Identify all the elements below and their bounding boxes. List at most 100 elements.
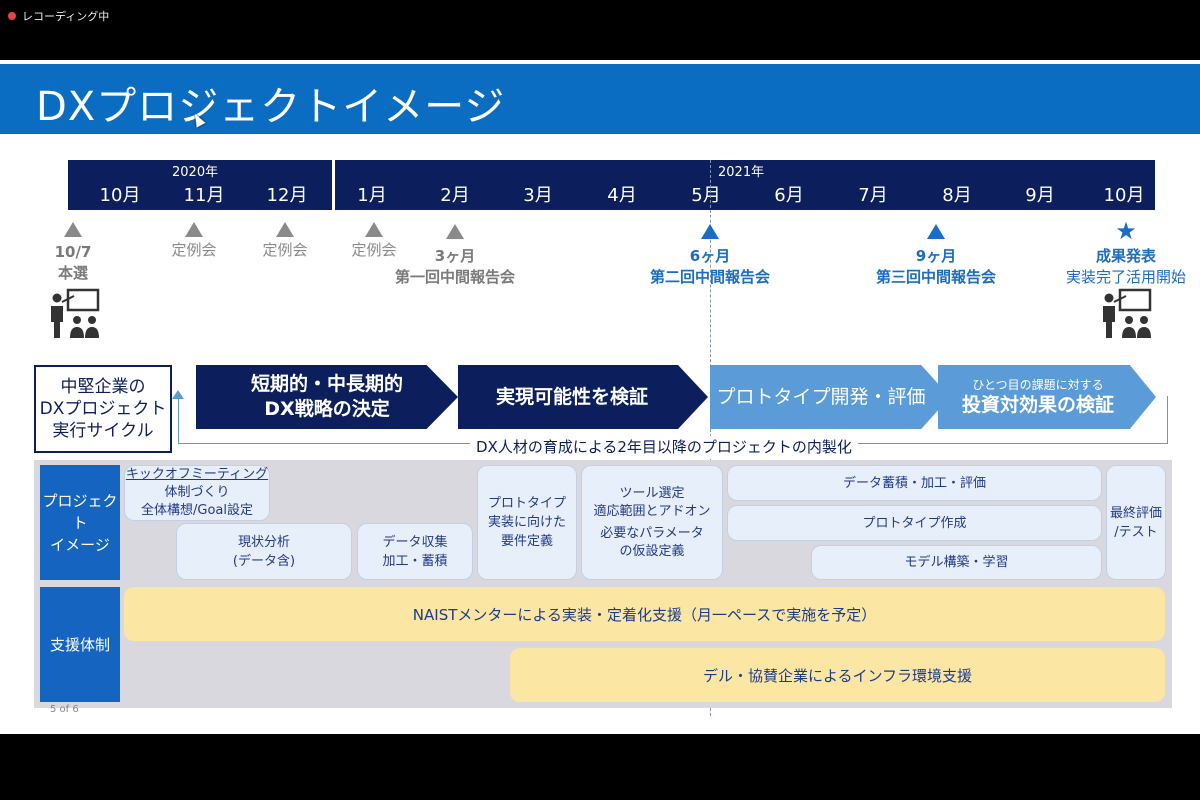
milestone-text: 第一回中間報告会: [394, 268, 516, 286]
bottom-black-bar: [0, 734, 1200, 800]
row-label-support: 支援体制: [40, 587, 120, 702]
step-text: 投資対効果の検証: [961, 393, 1114, 416]
milestone-triangle-icon: [446, 224, 464, 239]
milestone-period: 6ヶ月: [689, 247, 731, 265]
recording-label: レコーディング中: [22, 10, 110, 23]
step-text: プロトタイプ開発・評価: [716, 385, 926, 408]
cycle-title-line: 中堅企業の: [60, 377, 146, 397]
presenter-icon: [51, 288, 100, 338]
support-infrastructure: デル・協賛企業によるインフラ環境支援: [510, 648, 1165, 702]
cycle-step-feasibility: 実現可能性を検証: [458, 365, 708, 429]
milestone-triangle-icon: [927, 224, 945, 239]
timeline-bar-2020: [68, 160, 332, 210]
star-icon: ★: [1115, 217, 1137, 245]
milestone-first-interim: 3ヶ月 第一回中間報告会: [395, 246, 515, 288]
milestone-triangle-icon: [701, 224, 719, 239]
presenter-icon: [1103, 288, 1152, 338]
milestone-final-presentation: 成果発表 実装完了活用開始: [1066, 246, 1186, 288]
task-text: ツール選定: [619, 485, 685, 501]
month-jan: 1月: [357, 185, 387, 206]
task-text: 現状分析: [237, 534, 290, 550]
month-feb: 2月: [440, 185, 470, 206]
task-text: /テスト: [1114, 524, 1158, 540]
milestone-regular-meeting: 定例会: [351, 241, 397, 259]
month-mar: 3月: [523, 185, 553, 206]
milestone-third-interim: 9ヶ月 第三回中間報告会: [876, 246, 996, 288]
step-text: 実現可能性を検証: [495, 385, 648, 408]
month-jun: 6月: [774, 185, 804, 206]
task-model-building: モデル構築・学習: [811, 545, 1102, 580]
task-text: 全体構想/Goal設定: [141, 503, 253, 518]
task-text: 必要なパラメータ: [600, 525, 704, 541]
month-sep: 9月: [1025, 185, 1055, 206]
milestone-regular-meeting: 定例会: [262, 241, 308, 259]
slide-header: DXプロジェクトイメージ: [0, 64, 1200, 134]
row-label-project: プロジェクト イメージ: [40, 465, 120, 580]
cycle-title-line: 実行サイクル: [52, 421, 154, 441]
row-label-text: イメージ: [50, 535, 110, 554]
milestone-triangle-icon: [185, 222, 203, 237]
task-text: 体制づくり: [164, 485, 230, 500]
task-text: 要件定義: [500, 534, 553, 549]
month-dec: 12月: [266, 185, 308, 206]
cycle-loop-label: DX人材の育成による2年目以降のプロジェクトの内製化: [470, 436, 858, 457]
year-2020: 2020年: [172, 165, 219, 180]
cycle-step-roi: ひとつ目の課題に対する 投資対効果の検証: [938, 365, 1156, 429]
step-text: DX戦略の決定: [264, 398, 390, 420]
month-nov: 11月: [183, 185, 225, 206]
milestone-period: 9ヶ月: [915, 247, 957, 265]
milestone-regular-meeting: 定例会: [171, 241, 217, 259]
step-subtext: ひとつ目の課題に対する: [972, 377, 1104, 392]
milestone-subtext: 実装完了活用開始: [1065, 268, 1187, 286]
task-text: 加工・蓄積: [382, 553, 448, 569]
task-text: (データ含): [232, 553, 296, 569]
task-current-analysis: 現状分析 (データ含): [176, 523, 352, 580]
year-separator: [332, 160, 335, 210]
step-text: 短期的・中長期的: [250, 373, 403, 395]
milestone-second-interim: 6ヶ月 第二回中間報告会: [650, 246, 770, 288]
task-data-eval: データ蓄積・加工・評価: [727, 465, 1102, 501]
loop-arrow-icon: [172, 390, 184, 399]
page-number: 5 of 6: [50, 704, 79, 715]
milestone-triangle-icon: [276, 222, 294, 237]
task-final-evaluation: 最終評価 /テスト: [1106, 465, 1166, 580]
month-apr: 4月: [607, 185, 637, 206]
month-aug: 8月: [942, 185, 972, 206]
task-tool-selection: ツール選定 適応範囲とアドオン 必要なパラメータ の仮設定義: [581, 465, 723, 580]
support-naist-mentor: NAISTメンターによる実装・定着化支援（月一ペースで実施を予定）: [124, 587, 1165, 641]
task-data-collection: データ収集 加工・蓄積: [357, 523, 473, 580]
cycle-step-strategy: 短期的・中長期的 DX戦略の決定: [196, 365, 458, 429]
task-prototype-creation: プロトタイプ作成: [727, 505, 1102, 541]
month-jul: 7月: [858, 185, 888, 206]
milestone-triangle-icon: [64, 222, 82, 237]
slide: DXプロジェクトイメージ 2020年 2021年 10月 11月 12月 1月 …: [0, 60, 1200, 734]
top-black-bar: レコーディング中: [0, 0, 1200, 60]
milestone-text: 第二回中間報告会: [649, 268, 771, 286]
task-text: 適応範囲とアドオン: [593, 503, 711, 519]
task-kickoff: キックオフミーティング 体制づくり 全体構想/Goal設定: [124, 465, 270, 521]
task-text: キックオフミーティング: [125, 467, 269, 482]
task-text: の仮設定義: [619, 543, 685, 559]
milestone-main-selection: 10/7 本選: [55, 242, 92, 284]
milestone-period: 3ヶ月: [434, 247, 476, 265]
milestone-triangle-icon: [365, 222, 383, 237]
cycle-step-prototype: プロトタイプ開発・評価: [710, 365, 950, 429]
task-text: データ収集: [382, 534, 448, 550]
task-text: 最終評価: [1109, 505, 1162, 521]
timeline-bar-2021: [335, 160, 1155, 210]
month-oct-2020: 10月: [99, 185, 141, 206]
recording-indicator: レコーディング中: [8, 8, 109, 24]
task-text: プロトタイプ: [487, 496, 566, 511]
milestone-text: 成果発表: [1095, 247, 1157, 265]
task-text: 実装に向けた: [487, 515, 566, 530]
milestone-text: 第三回中間報告会: [875, 268, 997, 286]
cycle-title-box: 中堅企業の DXプロジェクト 実行サイクル: [34, 365, 172, 453]
month-may: 5月: [691, 185, 721, 206]
milestone-text: 本選: [57, 264, 89, 282]
milestone-date: 10/7: [54, 243, 92, 261]
cycle-title-line: DXプロジェクト: [39, 399, 167, 419]
year-2021: 2021年: [718, 165, 765, 180]
slide-title: DXプロジェクトイメージ: [36, 84, 506, 130]
task-prototype-requirements: プロトタイプ 実装に向けた 要件定義: [477, 465, 577, 580]
recording-dot-icon: [8, 12, 16, 20]
